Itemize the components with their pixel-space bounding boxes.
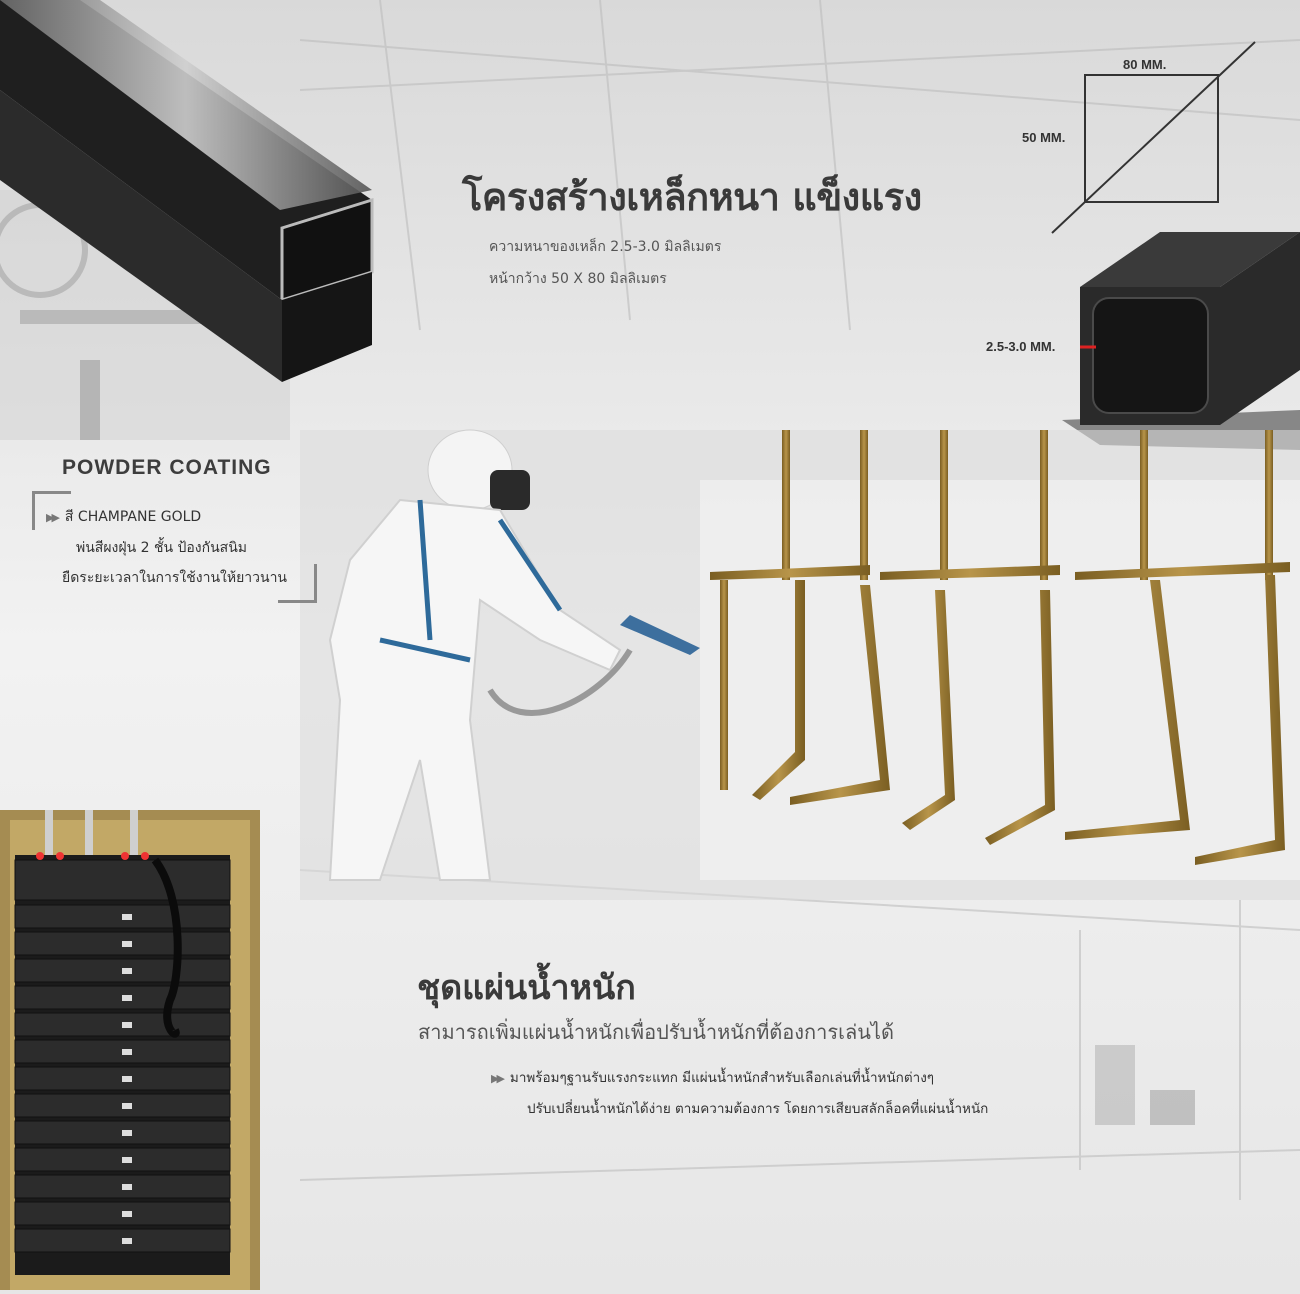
thickness-dimension-label: 2.5-3.0 MM.	[986, 339, 1056, 354]
weight-stack-subtitle: สามารถเพิ่มแผ่นน้ำหนักเพื่อปรับน้ำหนักที…	[418, 1020, 894, 1044]
bracket-top-left	[32, 491, 71, 530]
arrow-icon: ▶▶	[491, 1072, 505, 1085]
weight-stack-line-1: ▶▶มาพร้อมๆฐานรับแรงกระแทก มีแผ่นน้ำหนักส…	[491, 1070, 935, 1086]
width-dimension-label: 80 MM.	[1123, 57, 1167, 72]
frame-width-text: หน้ากว้าง 50 X 80 มิลลิเมตร	[489, 271, 667, 287]
bracket-bottom-right	[278, 564, 317, 603]
frame-thickness-text: ความหนาของเหล็ก 2.5-3.0 มิลลิเมตร	[489, 239, 722, 255]
powder-coating-line-1: ▶▶สี CHAMPANE GOLD	[46, 509, 202, 525]
height-dimension-label: 50 MM.	[1022, 130, 1066, 145]
weight-stack-title: ชุดแผ่นน้ำหนัก	[417, 968, 636, 1008]
arrow-icon: ▶▶	[46, 511, 60, 524]
powder-coating-line-3: ยืดระยะเวลาในการใช้งานให้ยาวนาน	[62, 570, 288, 586]
powder-coating-title: POWDER COATING	[62, 456, 272, 479]
weight-stack-line-2: ปรับเปลี่ยนน้ำหนักได้ง่าย ตามความต้องการ…	[527, 1101, 989, 1117]
frame-title: โครงสร้างเหล็กหนา แข็งแรง	[462, 175, 922, 219]
powder-coating-line-2: พ่นสีผงฝุ่น 2 ชั้น ป้องกันสนิม	[76, 540, 248, 556]
